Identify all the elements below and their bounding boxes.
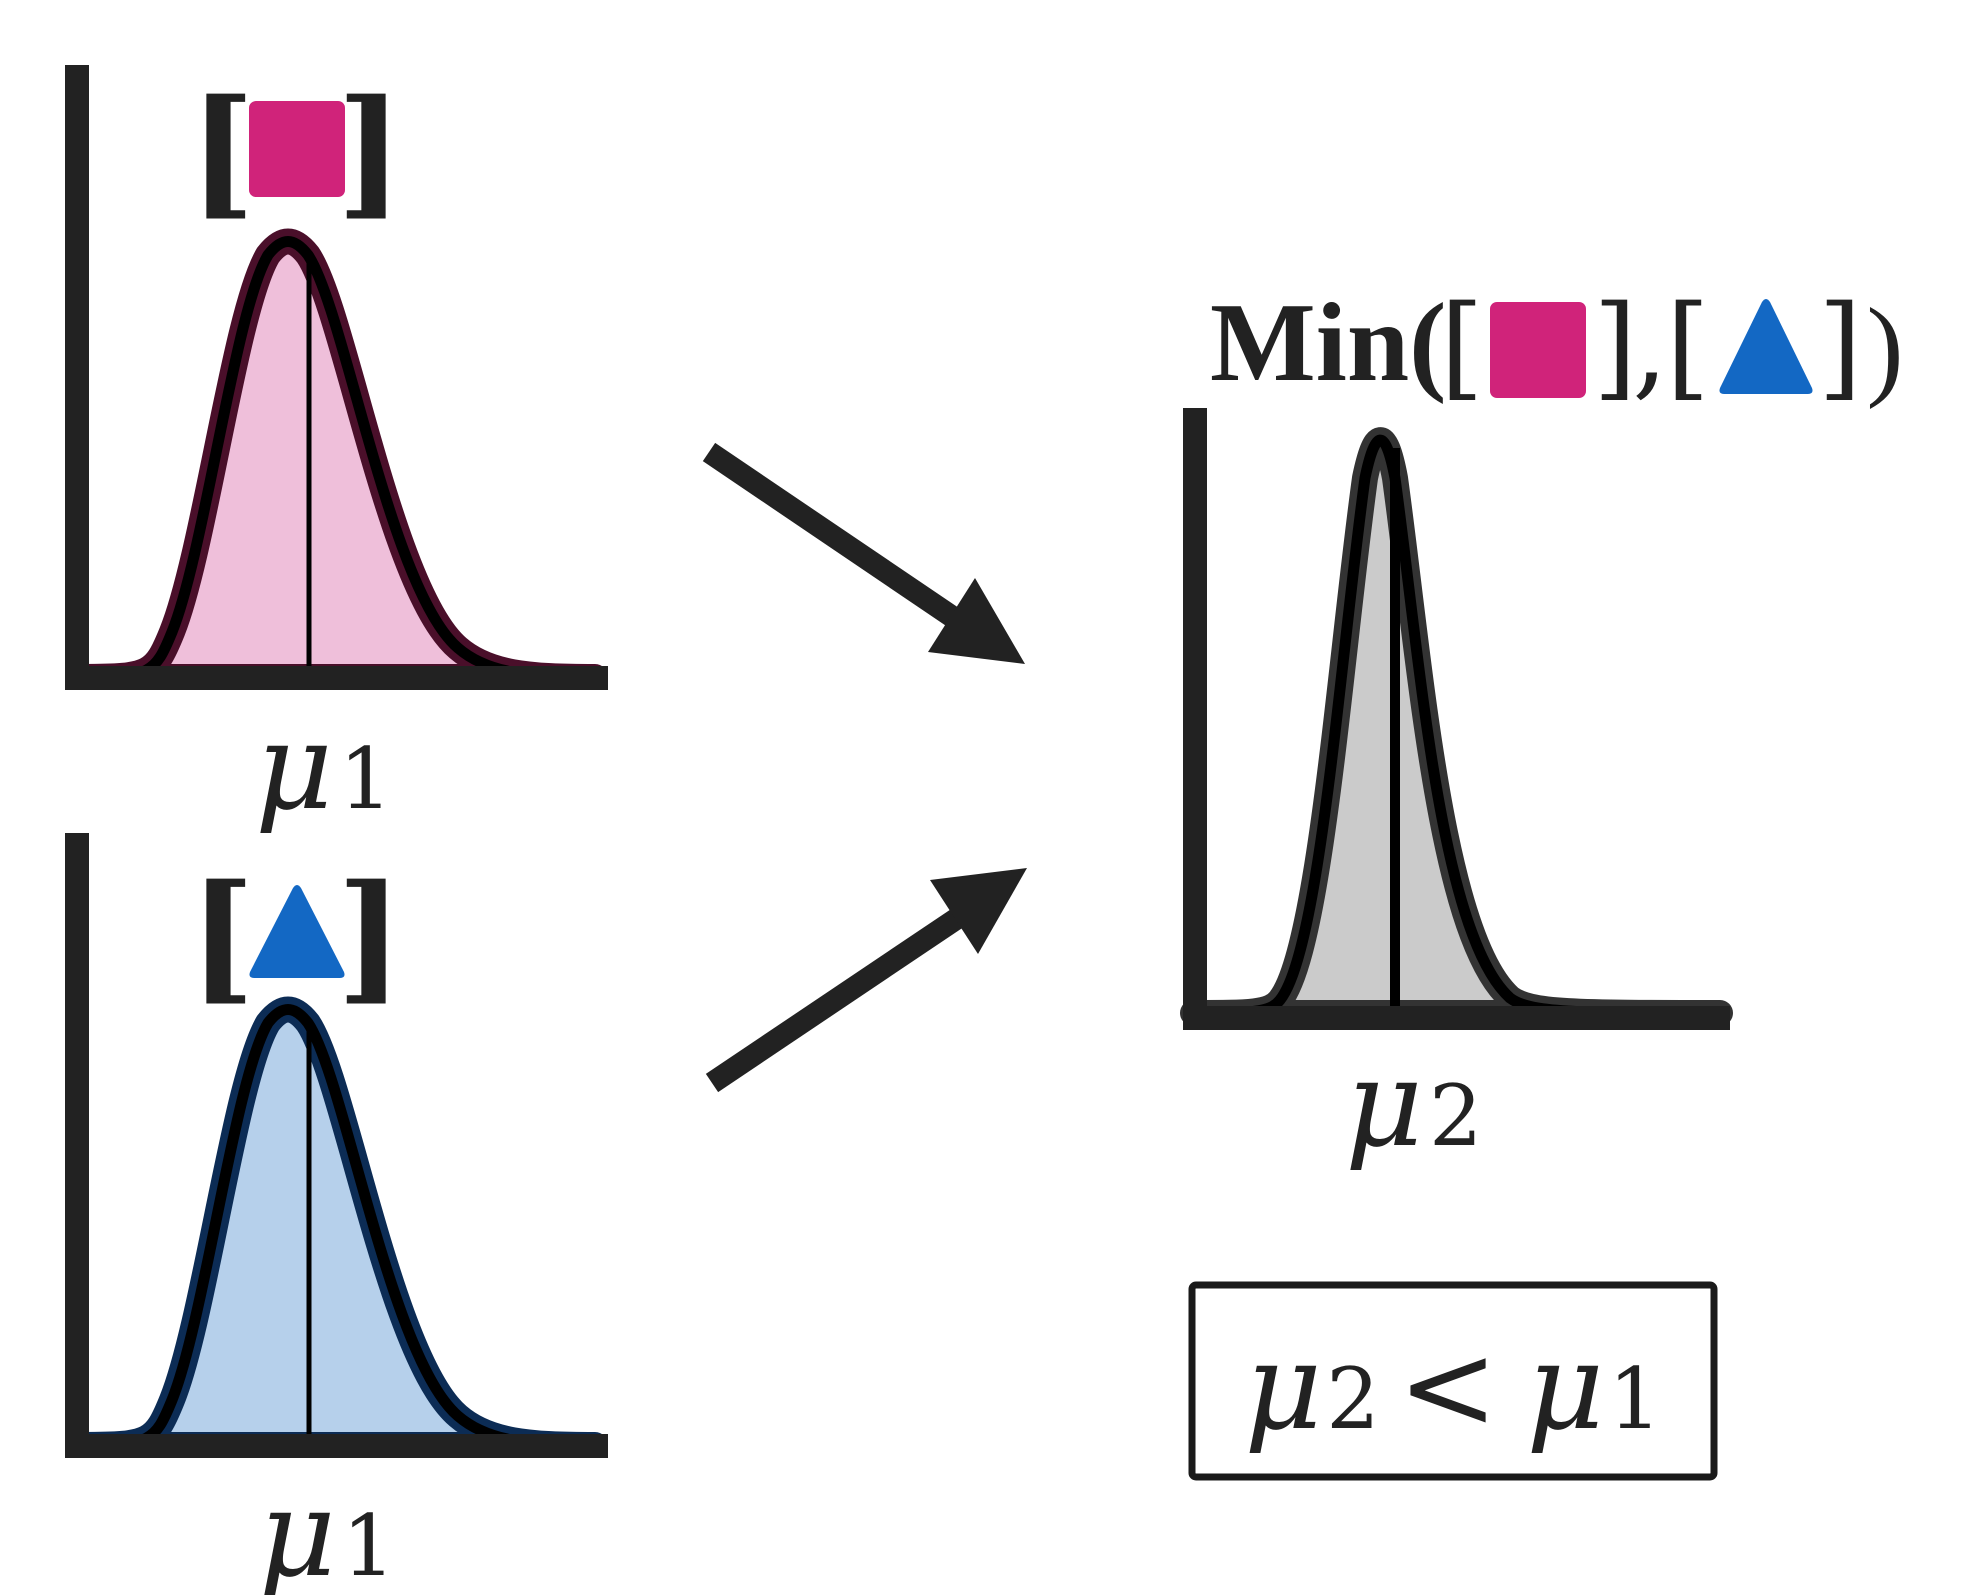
bottom-left-density-fill (69, 996, 608, 1458)
arrows (702, 442, 1027, 1093)
top-left-density-curve (81, 236, 596, 683)
min-close-paren: ) (1866, 286, 1903, 410)
bottom-left-bracket-close: ] (337, 855, 403, 1019)
inequality-frame (1188, 1281, 1718, 1481)
bottom-left-mean-label: μ1 (258, 1465, 395, 1595)
bottom-left-density-curve (81, 1004, 596, 1451)
bottom-left-bracket-open: [ (189, 855, 255, 1019)
min-density-fill (1180, 427, 1733, 1026)
min-function-name: Min( (1210, 281, 1446, 405)
magenta-square-icon (249, 101, 345, 197)
inequality-expression: μ2<μ1 (1244, 1318, 1661, 1457)
top-left-bracket-close: ] (337, 70, 403, 234)
top-left-bracket-open: [ (189, 70, 255, 234)
right-mean-label: μ2 (1345, 1035, 1482, 1174)
blue-triangle-icon (249, 885, 345, 978)
right-arrow-icon (702, 442, 1025, 664)
top-left-mean-label: μ1 (255, 698, 392, 837)
right-arrow-icon (705, 868, 1027, 1093)
inequality-box: μ2<μ1 (1188, 1281, 1718, 1481)
min-open-bracket-1: [ (1440, 282, 1484, 412)
top-left-density-fill (69, 228, 608, 690)
top-left-panel: [ ] μ1 (65, 65, 608, 837)
min-formula-label: Min( [ ] , [ ] ) (1210, 281, 1904, 412)
min-close-bracket-1: ] (1593, 282, 1637, 412)
min-comma: , (1632, 282, 1668, 412)
magenta-square-icon (1490, 302, 1586, 398)
right-panel: Min( [ ] , [ ] ) μ2 (1180, 281, 1904, 1174)
min-density-curve (1192, 434, 1721, 1019)
min-close-bracket-2: ] (1818, 282, 1862, 412)
min-open-bracket-2: [ (1666, 282, 1710, 412)
blue-triangle-icon (1719, 299, 1813, 394)
bottom-left-panel: [ ] μ1 (65, 833, 608, 1595)
